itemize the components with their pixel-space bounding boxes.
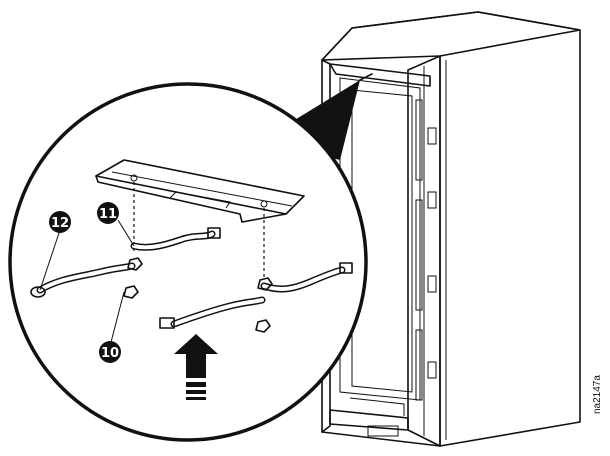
callout-10: 10 xyxy=(99,341,121,363)
ground-cable-left-inner xyxy=(38,264,134,292)
post-slot xyxy=(427,127,437,145)
callout-12-circle xyxy=(49,211,71,233)
callout-10-circle xyxy=(99,341,121,363)
rack-top-rail xyxy=(329,63,431,87)
ground-cable-right-inner xyxy=(262,268,344,291)
plate-hole xyxy=(260,200,268,208)
callout-11-label: 11 xyxy=(99,207,117,222)
cover-plate-tab xyxy=(169,191,231,209)
figure-id: na2147a xyxy=(592,375,603,414)
zoom-pointer-tip xyxy=(359,73,373,81)
magnifier-circle xyxy=(8,82,368,442)
post-slot xyxy=(427,275,437,293)
cover-plate xyxy=(95,159,305,215)
ground-cable-upper-inner xyxy=(132,232,214,250)
plate-hole xyxy=(130,174,138,182)
post-panel xyxy=(415,199,423,311)
cover-plate-lip xyxy=(95,175,287,223)
arrow-head xyxy=(174,334,218,378)
screw-upper-right xyxy=(257,277,273,291)
direction-arrow xyxy=(174,334,218,400)
base-plate xyxy=(367,425,399,437)
rack-base-inner xyxy=(349,397,405,416)
post-panel xyxy=(415,329,423,401)
arrow-bar xyxy=(186,390,206,394)
callout-12-label: 12 xyxy=(51,216,69,231)
rack-top xyxy=(321,11,581,61)
nut-10 xyxy=(123,285,139,299)
arrow-bar xyxy=(186,382,206,387)
callout-11-circle xyxy=(97,202,119,224)
cable-lug xyxy=(159,317,175,329)
screw-upper-left xyxy=(127,257,143,271)
post-slot xyxy=(427,361,437,379)
arrow-bar xyxy=(186,397,206,400)
cable-lug xyxy=(339,262,353,274)
leader-11 xyxy=(117,219,135,247)
rack-right-post xyxy=(407,55,441,447)
post-slot xyxy=(427,191,437,209)
ring-lug xyxy=(30,286,46,298)
callout-11: 11 xyxy=(97,202,119,224)
ground-cable-bottom-inner xyxy=(172,298,264,326)
nut-lower-right xyxy=(255,319,271,333)
leader-12 xyxy=(39,229,61,291)
magnified-detail: 12 11 10 xyxy=(30,159,353,400)
callout-10-label: 10 xyxy=(101,346,119,361)
rack-base xyxy=(329,409,409,431)
callout-12: 12 xyxy=(49,211,71,233)
leader-10 xyxy=(109,291,125,347)
post-panel xyxy=(415,99,423,181)
cable-lug xyxy=(207,227,221,239)
cover-plate-edge xyxy=(111,171,293,207)
